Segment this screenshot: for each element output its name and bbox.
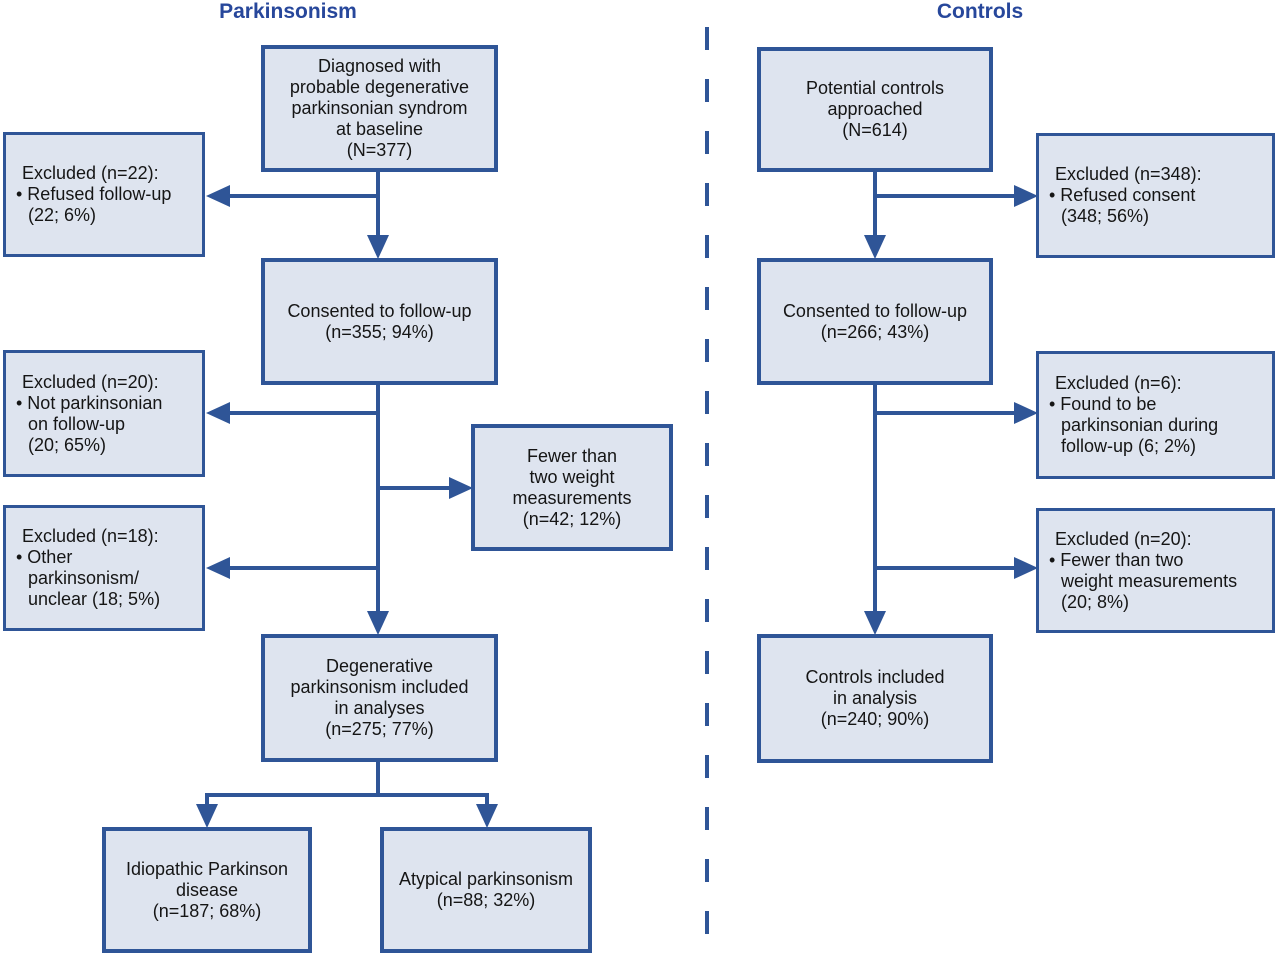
box-excluded-other-parkinsonism: Excluded (n=18): • Other parkinsonism/ u… (3, 505, 205, 631)
excluded-item: • Refused consent (348; 56%) (1049, 185, 1196, 226)
box-excluded-found-parkinsonian: Excluded (n=6): • Found to be parkinsoni… (1036, 351, 1275, 479)
excluded-title: Excluded (n=6): (1055, 373, 1182, 393)
box-idiopathic-parkinson-text: Idiopathic Parkinson disease (n=187; 68%… (125, 858, 289, 921)
arrow-consented-to-included (367, 385, 389, 635)
box-fewer-weight-measurements-text: Fewer than two weight measurements (n=42… (512, 445, 632, 529)
arrow-to-excluded-refused-consent (875, 185, 1038, 207)
excluded-item: • Refused follow-up (22; 6%) (16, 184, 172, 225)
box-consented-parkinsonism: Consented to follow-up (n=355; 94%) (261, 258, 498, 385)
excluded-title: Excluded (n=22): (22, 163, 159, 183)
box-fewer-weight-measurements: Fewer than two weight measurements (n=42… (471, 424, 673, 551)
box-diagnosed-baseline-text: Diagnosed with probable degenerative par… (289, 56, 470, 160)
box-atypical-parkinsonism: Atypical parkinsonism (n=88; 32%) (380, 827, 592, 953)
box-consented-parkinsonism-text: Consented to follow-up (n=355; 94%) (287, 300, 472, 342)
excluded-item: • Other parkinsonism/ unclear (18; 5%) (16, 547, 161, 609)
box-excluded-refused-followup: Excluded (n=22): • Refused follow-up (22… (3, 132, 205, 257)
arrow-to-excluded-other-parkinsonism (206, 557, 378, 579)
box-consented-controls-text: Consented to follow-up (n=266; 43%) (782, 300, 968, 342)
box-consented-controls: Consented to follow-up (n=266; 43%) (757, 258, 993, 385)
box-controls-included: Controls included in analysis (n=240; 90… (757, 634, 993, 763)
column-title-controls: Controls (936, 0, 1024, 23)
excluded-title: Excluded (n=18): (22, 526, 159, 546)
excluded-title: Excluded (n=20): (1055, 528, 1192, 549)
column-title-parkinsonism: Parkinsonism (219, 0, 357, 23)
arrow-approached-to-consented (864, 172, 886, 259)
excluded-item: • Found to be parkinsonian during follow… (1049, 394, 1219, 456)
box-diagnosed-baseline: Diagnosed with probable degenerative par… (261, 45, 498, 172)
arrow-consented-to-controls-included (864, 385, 886, 635)
arrow-to-excluded-not-parkinsonian (206, 402, 378, 424)
box-degenerative-included-text: Degenerative parkinsonism included in an… (290, 656, 469, 739)
box-atypical-parkinsonism-text: Atypical parkinsonism (n=88; 32%) (398, 869, 574, 910)
box-potential-controls-text: Potential controls approached (N=614) (805, 78, 945, 140)
box-excluded-not-parkinsonian: Excluded (n=20): • Not parkinsonian on f… (3, 350, 205, 477)
box-degenerative-included: Degenerative parkinsonism included in an… (261, 634, 498, 762)
box-potential-controls: Potential controls approached (N=614) (757, 47, 993, 172)
arrow-to-fewer-weight-measurements (378, 477, 473, 499)
excluded-item: • Fewer than two weight measurements (20… (1049, 549, 1238, 612)
arrow-to-excluded-refused-followup (206, 185, 378, 207)
excluded-title: Excluded (n=20): (22, 371, 159, 392)
excluded-title: Excluded (n=348): (1055, 164, 1202, 184)
box-controls-included-text: Controls included in analysis (n=240; 90… (805, 667, 945, 729)
arrow-diagnosed-to-consented (367, 172, 389, 259)
excluded-item: • Not parkinsonian on follow-up (20; 65%… (16, 392, 163, 455)
arrow-included-split-to-subtypes (196, 762, 498, 828)
box-excluded-refused-consent: Excluded (n=348): • Refused consent (348… (1036, 133, 1275, 258)
arrow-to-excluded-fewer-weights (875, 557, 1038, 579)
box-idiopathic-parkinson: Idiopathic Parkinson disease (n=187; 68%… (102, 827, 312, 953)
box-excluded-fewer-weights: Excluded (n=20): • Fewer than two weight… (1036, 508, 1275, 633)
arrow-to-excluded-found-parkinsonian (875, 402, 1038, 424)
